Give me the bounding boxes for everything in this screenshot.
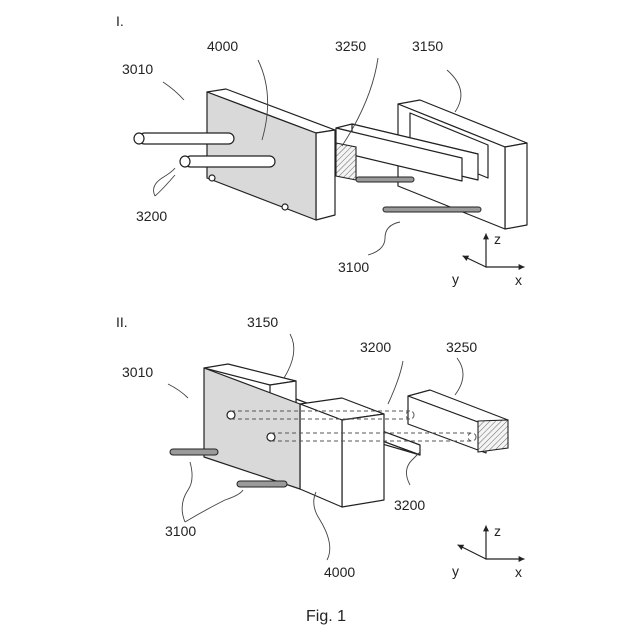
view-ii-label: II. — [116, 314, 128, 330]
part-4000-block — [207, 89, 335, 220]
axis-y-label-ii: y — [452, 563, 459, 579]
ref-3200-i: 3200 — [136, 208, 167, 224]
axes-triad-ii: z x y — [452, 523, 524, 580]
ref-4000-ii: 4000 — [324, 564, 355, 580]
axis-x-label-i: x — [515, 272, 522, 288]
view-i-label: I. — [116, 13, 124, 29]
ref-3010-ii: 3010 — [122, 364, 153, 380]
axis-z-label-ii: z — [494, 523, 501, 539]
ref-3250-i: 3250 — [335, 38, 366, 54]
ref-4000-i: 4000 — [207, 38, 238, 54]
axis-x-label-ii: x — [515, 564, 522, 580]
view-i: I. — [116, 13, 527, 288]
ref-3100-ii: 3100 — [165, 523, 196, 539]
part-3010-housing — [204, 364, 300, 489]
view-ii: II. — [116, 314, 524, 580]
axis-y-label-i: y — [452, 271, 459, 287]
ref-3250-ii: 3250 — [446, 339, 477, 355]
ref-3200-ii-bottom: 3200 — [394, 497, 425, 513]
ref-3010-i: 3010 — [122, 61, 153, 77]
ref-3150-ii: 3150 — [247, 314, 278, 330]
figure-caption: Fig. 1 — [306, 608, 346, 625]
ref-3150-i: 3150 — [412, 38, 443, 54]
axis-z-label-i: z — [494, 231, 501, 247]
axes-triad-i: z x y — [452, 231, 524, 288]
ref-3100-i: 3100 — [338, 259, 369, 275]
ref-3200-ii-top: 3200 — [360, 339, 391, 355]
part-3250-bar-ii — [408, 390, 508, 453]
part-4000-block-ii — [300, 398, 384, 507]
